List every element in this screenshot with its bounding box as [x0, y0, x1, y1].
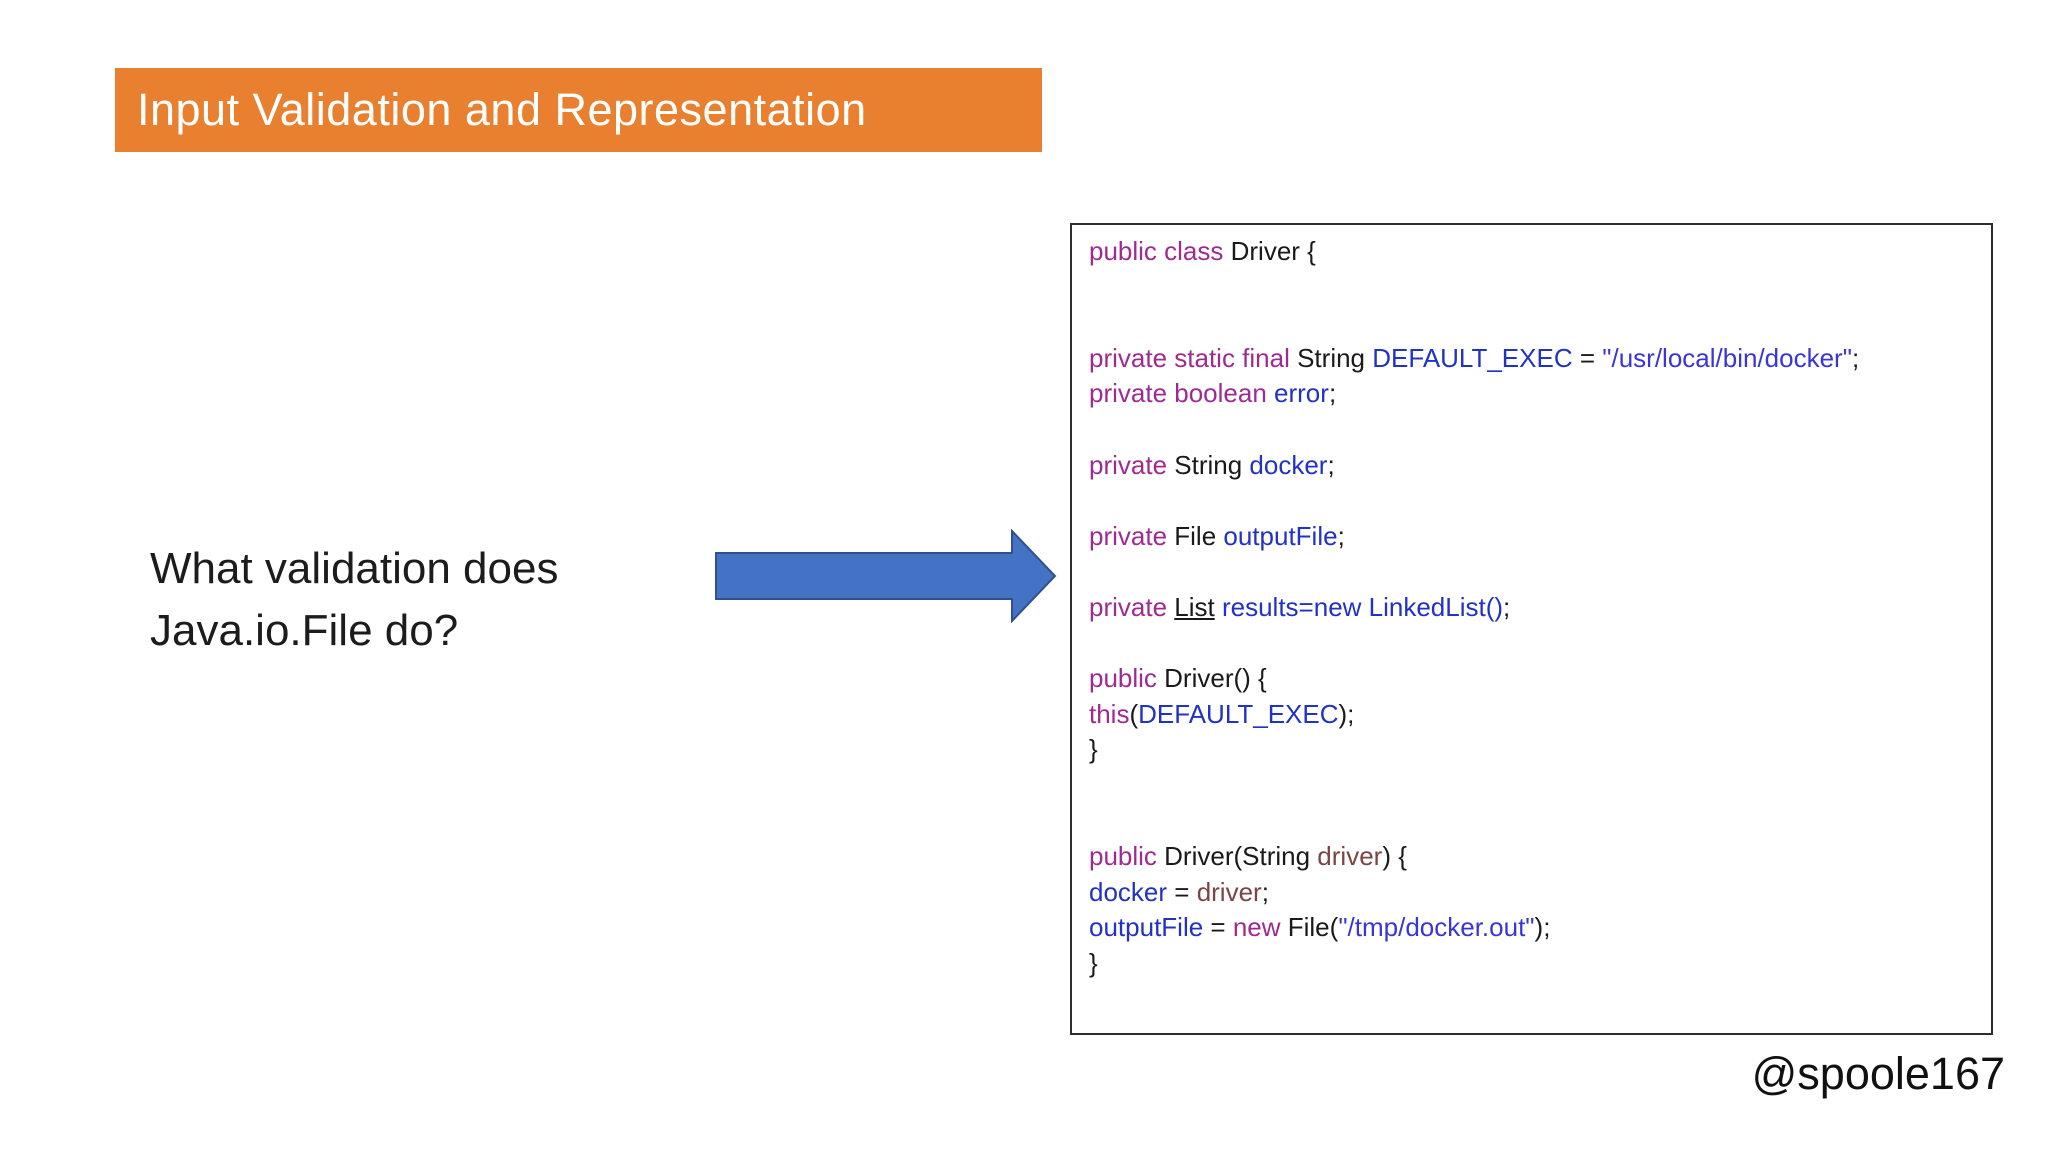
code-token-keyword: private boolean [1089, 378, 1275, 409]
code-line [1089, 768, 1977, 804]
code-token-plain: ); [1338, 698, 1355, 729]
code-line: public Driver(String driver) { [1089, 839, 1977, 875]
question-line-1: What validation does [150, 544, 559, 593]
code-token-plain: Driver(String [1164, 841, 1318, 872]
question-text: What validation does Java.io.File do? [150, 538, 558, 662]
code-line: private boolean error; [1089, 376, 1977, 412]
code-token-identifier: outputFile [1089, 912, 1204, 943]
code-token-plain: ; [1503, 591, 1511, 622]
code-line [1089, 554, 1977, 590]
code-line: outputFile = new File("/tmp/docker.out")… [1089, 910, 1977, 946]
code-token-plain: ; [1328, 378, 1337, 409]
code-token-plain: = [1167, 876, 1197, 907]
code-token-plain: ) { [1382, 841, 1407, 872]
code-line [1089, 626, 1977, 662]
code-token-identifier: error [1274, 378, 1329, 409]
code-token-plain: File [1174, 520, 1224, 551]
code-token-identifier: DEFAULT_EXEC [1138, 698, 1339, 729]
code-token-identifier: outputFile [1223, 520, 1338, 551]
code-line [1089, 412, 1977, 448]
code-line [1089, 483, 1977, 519]
code-token-plain: ( [1129, 698, 1139, 729]
code-token-plain: } [1089, 947, 1098, 978]
code-line: } [1089, 946, 1977, 982]
code-token-identifier: results=new LinkedList() [1221, 591, 1504, 622]
code-token-string: "/usr/local/bin/docker" [1602, 342, 1852, 373]
question-line-2: Java.io.File do? [150, 606, 459, 655]
code-line: private File outputFile; [1089, 519, 1977, 555]
code-token-string: "/tmp/docker.out" [1338, 912, 1535, 943]
code-token-plain: = [1203, 912, 1233, 943]
code-line [1089, 305, 1977, 341]
code-panel: public class Driver { private static fin… [1070, 223, 1993, 1035]
code-line [1089, 804, 1977, 840]
code-token-identifier: DEFAULT_EXEC [1372, 342, 1573, 373]
code-token-identifier: docker [1089, 876, 1168, 907]
code-token-plain: Driver() { [1164, 663, 1267, 694]
code-token-identifier: docker [1249, 449, 1328, 480]
code-token-parameter: driver [1317, 841, 1383, 872]
slide-title: Input Validation and Representation [137, 84, 867, 135]
code-line: private static final String DEFAULT_EXEC… [1089, 341, 1977, 377]
code-token-plain: Driver { [1230, 236, 1316, 266]
code-token-plain: List [1174, 591, 1215, 622]
code-token-plain: = [1572, 342, 1603, 373]
code-token-keyword: private [1089, 520, 1175, 551]
code-line: private List results=new LinkedList(); [1089, 590, 1977, 626]
code-token-keyword: new [1232, 912, 1288, 943]
code-line: } [1089, 732, 1977, 768]
code-token-plain: ; [1261, 876, 1269, 907]
code-token-keyword: private static final [1089, 342, 1298, 373]
code-token-plain [1215, 592, 1222, 622]
code-line: this(DEFAULT_EXEC); [1089, 697, 1977, 733]
code-token-keyword: public class [1089, 236, 1231, 266]
code-token-plain: ; [1337, 520, 1345, 551]
code-line: public Driver() { [1089, 661, 1977, 697]
code-line [1089, 270, 1977, 306]
right-arrow-icon [715, 529, 1057, 623]
code-token-keyword: public [1089, 663, 1165, 694]
code-token-keyword: private [1089, 591, 1175, 622]
code-token-plain: File( [1287, 912, 1339, 943]
code-token-keyword: this [1089, 698, 1130, 729]
title-banner: Input Validation and Representation [115, 68, 1042, 152]
code-token-keyword: public [1089, 841, 1165, 872]
author-handle: @spoole167 [1751, 1048, 2005, 1099]
code-token-plain: } [1089, 734, 1098, 765]
code-token-plain: String [1174, 449, 1250, 480]
code-line: public class Driver { [1089, 234, 1977, 270]
code-token-plain: ; [1851, 342, 1860, 373]
code-line: docker = driver; [1089, 875, 1977, 911]
code-line: private String docker; [1089, 448, 1977, 484]
code-token-keyword: private [1089, 449, 1175, 480]
code-token-plain: String [1297, 342, 1373, 373]
code-token-plain: ); [1534, 912, 1551, 943]
code-token-parameter: driver [1196, 876, 1262, 907]
code-token-plain: ; [1327, 449, 1335, 480]
